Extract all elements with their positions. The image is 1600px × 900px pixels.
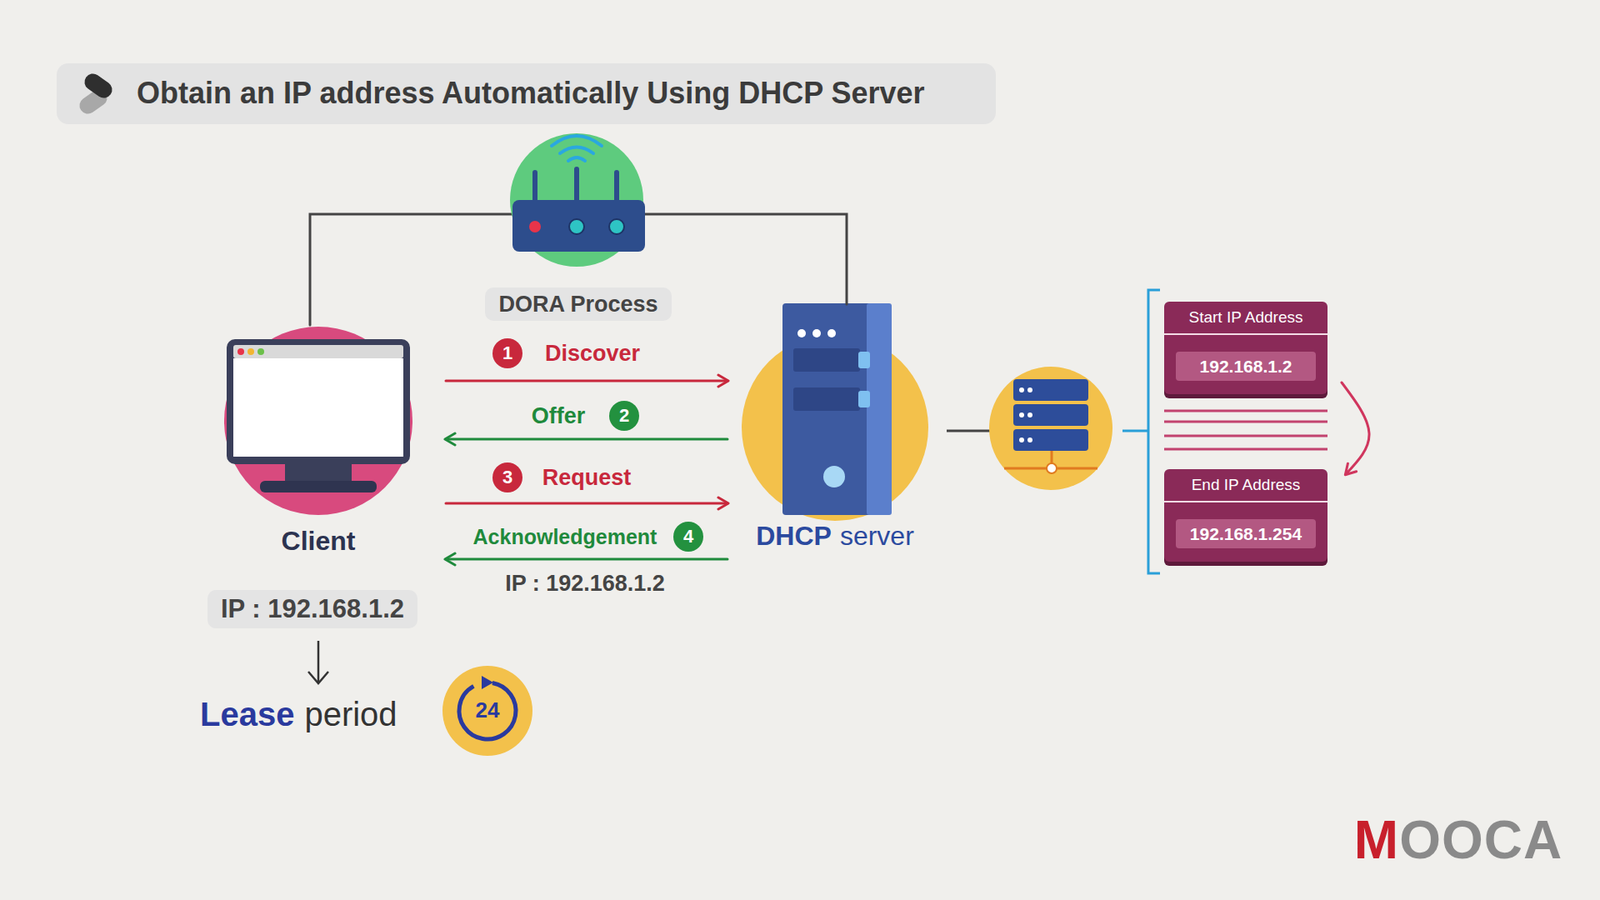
ip-range-box: Start IP Address 192.168.1.2: [1164, 301, 1328, 395]
rack-dot: [1027, 387, 1033, 393]
callout-number: 4: [673, 521, 704, 552]
drive-button: [858, 351, 870, 369]
callout-number: 3: [492, 462, 523, 493]
router-antenna: [614, 172, 620, 202]
router-body: [512, 200, 645, 252]
node-label: server: [840, 520, 915, 552]
router-light: [569, 219, 585, 235]
message-arrow: [445, 438, 728, 441]
range-heading: Start IP Address: [1164, 301, 1328, 335]
ip-range-box: End IP Address 192.168.1.254: [1164, 469, 1328, 562]
monitor-screen: [233, 358, 404, 457]
node-label: DORA Process: [498, 290, 658, 318]
client-node: Client: [218, 325, 419, 557]
router-antenna: [532, 172, 538, 202]
rack-dot: [1019, 437, 1025, 443]
rack-unit: [1013, 404, 1089, 426]
node-label: DHCP: [755, 520, 832, 552]
clock-number: 24: [475, 697, 500, 724]
server-dot: [827, 329, 836, 338]
message-arrow: [445, 380, 728, 383]
message-arrow: [445, 502, 728, 505]
server-side: [866, 303, 892, 515]
range-heading: End IP Address: [1164, 469, 1328, 503]
title-banner: [56, 63, 996, 125]
range-line: [1164, 448, 1328, 451]
rack-dot: [1019, 412, 1025, 418]
callout-number: 1: [492, 338, 523, 369]
ip-address-value: 192.168.1.254: [1175, 519, 1316, 549]
link-line: [946, 430, 990, 433]
router-light: [609, 219, 625, 235]
message-arrow: [445, 558, 728, 561]
node-label: Client: [281, 525, 356, 557]
window-dot: [237, 348, 245, 355]
down-arrow-head: [308, 671, 329, 684]
monitor-neck: [285, 464, 352, 483]
window-dot: [247, 348, 255, 355]
monitor-base: [260, 480, 377, 493]
range-line: [1164, 435, 1328, 438]
monitor-frame: [226, 339, 410, 465]
server-dot: [812, 329, 821, 338]
window-dot: [257, 348, 265, 355]
range-line: [1164, 410, 1328, 413]
ip-address-pill: IP : 192.168.1.2: [207, 590, 418, 628]
edge-label: Request: [542, 464, 632, 491]
node-label: IP : 192.168.1.2: [220, 593, 405, 625]
router-antenna: [574, 169, 580, 202]
edge-label: Discover: [545, 340, 640, 367]
range-line: [1164, 420, 1328, 424]
clock-ring: [455, 678, 521, 745]
edge-label: Offer: [531, 402, 586, 430]
rack-dot: [1019, 387, 1025, 393]
message-arrow: [1341, 382, 1370, 475]
drive-bay: [793, 348, 860, 372]
server-node: DHCPserver: [738, 304, 932, 552]
down-arrow: [317, 640, 320, 682]
monitor-titlebar: [233, 345, 404, 359]
lease-word: Lease: [200, 694, 295, 735]
ip-address-value: 192.168.1.2: [1175, 351, 1316, 381]
title-icon: [81, 70, 116, 101]
power-button: [823, 465, 845, 488]
router-light: [529, 220, 541, 233]
server-dot: [797, 329, 806, 338]
rack-unit: [1013, 429, 1089, 451]
wifi-arc: [551, 135, 602, 146]
rack-dot: [1027, 412, 1033, 418]
bracket-link: [1122, 430, 1149, 433]
assigned-ip-note: IP : 192.168.1.2: [505, 570, 665, 597]
rack-node: [1046, 463, 1057, 474]
rack-stand: [1050, 450, 1054, 464]
drive-button: [858, 390, 870, 408]
rack-dot: [1027, 437, 1033, 443]
rack-unit: [1013, 379, 1089, 401]
watermark-logo: MOOCA: [1354, 808, 1563, 873]
clock-circle: [442, 665, 533, 756]
drive-bay: [793, 387, 860, 411]
range-bracket: [1148, 290, 1160, 574]
process-pill: DORA Process: [485, 287, 671, 321]
title-text: Obtain an IP address Automatically Using…: [136, 75, 925, 111]
network-wire: [310, 214, 847, 325]
callout-number: 2: [609, 400, 640, 431]
wifi-arc: [568, 157, 585, 161]
pool-circle: [989, 366, 1113, 490]
clock-arrow: [481, 675, 494, 690]
edge-label: Acknowledgement: [473, 524, 658, 550]
wifi-arc: [560, 147, 594, 155]
client-circle: [224, 326, 413, 515]
period-word: period: [304, 694, 397, 735]
